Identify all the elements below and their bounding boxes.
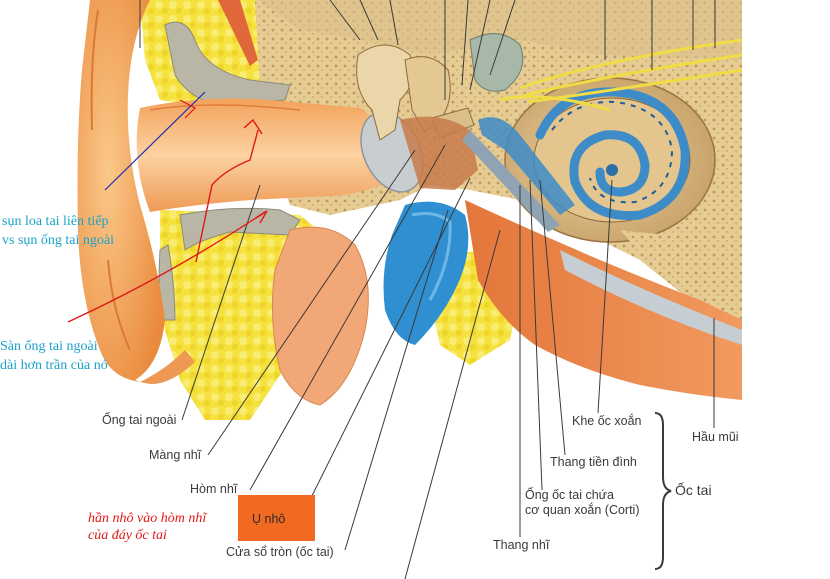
- note-promontory-2: của đáy ốc tai: [88, 528, 167, 543]
- label-scala-vestibuli: Thang tiền đình: [550, 455, 637, 469]
- note-cartilage-1: sụn loa tai liên tiếp: [2, 214, 109, 229]
- nasopharynx-region: [465, 200, 742, 400]
- leader-lines: [139, 0, 716, 579]
- label-helicotrema: Khe ốc xoắn: [572, 414, 642, 428]
- note-promontory-1: hần nhô vào hòm nhĩ: [88, 511, 207, 526]
- promontory-callout: Ụ nhô: [238, 495, 315, 541]
- label-cochlea: Ốc tai: [675, 482, 712, 498]
- muscle: [218, 0, 258, 66]
- tensor-muscle: [271, 226, 369, 406]
- annotation-arrows: [67, 91, 268, 323]
- label-cochlear-duct-2: cơ quan xoắn (Corti): [525, 503, 640, 517]
- label-tympanic-cavity: Hòm nhĩ: [190, 482, 238, 496]
- label-external-canal: Ống tai ngoài: [102, 413, 177, 427]
- cochlea-brace: [654, 412, 672, 570]
- label-eardrum: Màng nhĩ: [149, 448, 202, 462]
- note-floor-2: dài hơn trần của nó: [0, 358, 108, 373]
- cochlear-nerve: [499, 38, 743, 112]
- label-nasopharynx: Hầu mũi: [692, 430, 739, 444]
- external-auditory-canal: [136, 98, 388, 212]
- label-round-window: Cửa sổ tròn (ốc tai): [226, 545, 334, 559]
- auricle: [77, 0, 195, 385]
- promontory-callout-label: Ụ nhô: [252, 512, 286, 526]
- label-cochlear-duct-1: Ống ốc tai chứa: [525, 488, 614, 502]
- cartilage: [158, 21, 301, 321]
- label-scala-tympani: Thang nhĩ: [493, 538, 550, 552]
- note-floor-1: Sàn ống tai ngoài: [0, 339, 98, 354]
- note-cartilage-2: vs sụn ống tai ngoài: [2, 233, 114, 248]
- tympanic-cavity: [400, 116, 478, 190]
- vestibule: [462, 33, 575, 232]
